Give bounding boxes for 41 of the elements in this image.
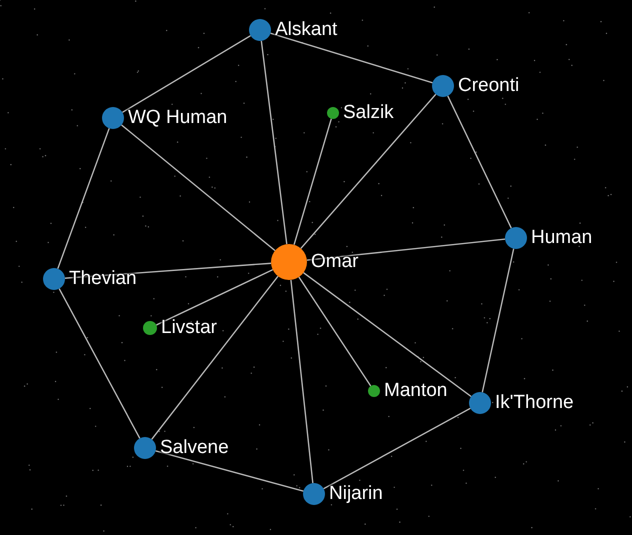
node-circle <box>102 107 124 129</box>
connector-line <box>298 276 372 386</box>
node-circle <box>43 268 65 290</box>
connector-line <box>323 408 471 490</box>
connector-line <box>122 35 251 113</box>
connector-line <box>260 40 288 244</box>
node-label: Manton <box>384 380 448 402</box>
connector-line <box>58 288 140 439</box>
node-label: Alskant <box>275 19 338 41</box>
connector-line <box>270 32 433 84</box>
node-label: Salzik <box>343 102 394 124</box>
connector-line <box>300 94 436 249</box>
node-label: Salvene <box>160 437 229 459</box>
node-label: Human <box>531 227 592 249</box>
connector-line <box>447 96 512 228</box>
node-label: Creonti <box>458 75 520 97</box>
node-circle <box>303 483 325 505</box>
node-label: Ik'Thorne <box>495 392 574 414</box>
node-circle <box>271 244 307 280</box>
node-circle <box>469 392 491 414</box>
node-label: Nijarin <box>329 483 383 505</box>
connector-line <box>155 450 304 492</box>
connector-line <box>290 280 314 484</box>
node-circle <box>143 321 157 335</box>
connector-line <box>57 128 110 269</box>
node-circle <box>432 75 454 97</box>
connector-line <box>482 248 514 392</box>
connector-line <box>306 238 506 261</box>
connector-line <box>156 269 274 326</box>
node-label: WQ Human <box>128 107 228 129</box>
node-circle <box>368 385 380 397</box>
connector-line <box>303 272 472 397</box>
node-label: Livstar <box>161 317 217 339</box>
connector-line <box>121 124 276 252</box>
node-circle <box>505 227 527 249</box>
node-circle <box>134 437 156 459</box>
node-circle <box>249 19 271 41</box>
connector-line <box>151 276 278 440</box>
node-circle <box>327 107 339 119</box>
node-label: Omar <box>311 251 358 273</box>
connector-line <box>293 118 332 245</box>
